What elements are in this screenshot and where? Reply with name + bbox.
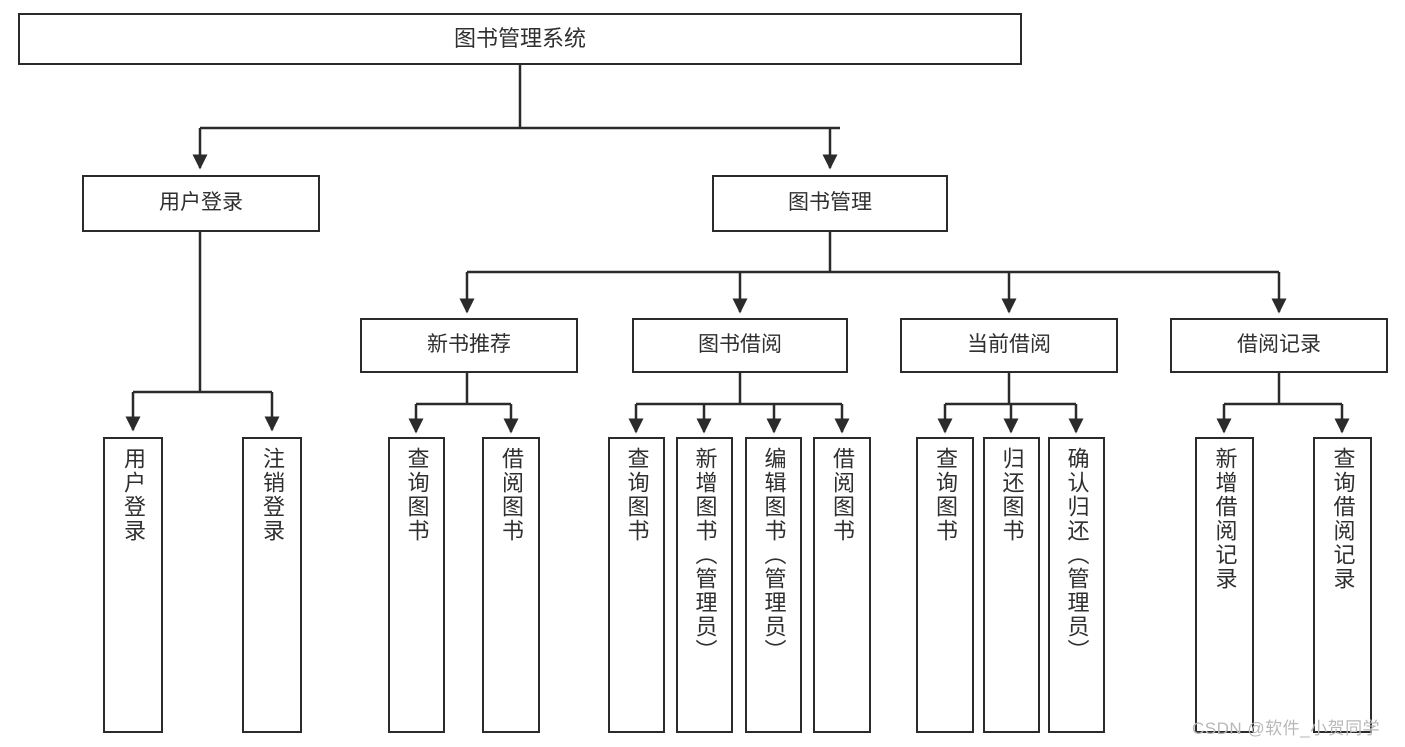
leaf-current-query-book[interactable]: 查询图书	[916, 437, 974, 733]
leaf-current-return-book[interactable]: 归还图书	[983, 437, 1040, 733]
node-label: 编辑图书（管理员）	[761, 447, 787, 663]
node-current-borrow[interactable]: 当前借阅	[900, 318, 1118, 373]
node-label: 借阅图书	[830, 447, 855, 543]
node-label: 图书管理	[788, 191, 872, 215]
node-new-book-recommend[interactable]: 新书推荐	[360, 318, 578, 373]
node-label: 查询图书	[404, 447, 430, 543]
leaf-recommend-borrow-book[interactable]: 借阅图书	[482, 437, 540, 733]
watermark-credit: CSDN @软件_小贺同学	[1192, 719, 1381, 738]
node-label: 归还图书	[999, 447, 1025, 543]
leaf-user-login-signin[interactable]: 用户登录	[103, 437, 163, 733]
node-label: 用户登录	[121, 447, 146, 543]
leaf-borrow-borrow-book[interactable]: 借阅图书	[813, 437, 871, 733]
node-label: 当前借阅	[967, 333, 1051, 357]
node-label: 查询图书	[624, 447, 650, 543]
leaf-borrow-query-book[interactable]: 查询图书	[608, 437, 665, 733]
node-label: 借阅记录	[1237, 333, 1321, 357]
node-user-login[interactable]: 用户登录	[82, 175, 320, 232]
node-label: 新增图书（管理员）	[692, 447, 718, 663]
node-label: 图书借阅	[698, 333, 782, 357]
node-borrow-record[interactable]: 借阅记录	[1170, 318, 1388, 373]
node-root-system[interactable]: 图书管理系统	[18, 13, 1022, 65]
node-label: 用户登录	[159, 191, 243, 215]
node-label: 查询借阅记录	[1330, 447, 1356, 591]
leaf-current-confirm-return-admin[interactable]: 确认归还（管理员）	[1048, 437, 1105, 733]
node-label: 新增借阅记录	[1212, 447, 1238, 591]
leaf-user-login-signout[interactable]: 注销登录	[242, 437, 302, 733]
leaf-record-query-record[interactable]: 查询借阅记录	[1313, 437, 1372, 733]
node-label: 确认归还（管理员）	[1064, 447, 1090, 663]
node-label: 新书推荐	[427, 333, 511, 357]
node-book-management[interactable]: 图书管理	[712, 175, 948, 232]
node-label: 借阅图书	[499, 447, 524, 543]
leaf-borrow-edit-book-admin[interactable]: 编辑图书（管理员）	[745, 437, 802, 733]
node-label: 注销登录	[260, 447, 285, 543]
node-book-borrow[interactable]: 图书借阅	[632, 318, 848, 373]
leaf-borrow-add-book-admin[interactable]: 新增图书（管理员）	[676, 437, 733, 733]
node-label: 图书管理系统	[453, 26, 586, 52]
leaf-record-add-record[interactable]: 新增借阅记录	[1195, 437, 1254, 733]
leaf-recommend-query-book[interactable]: 查询图书	[388, 437, 445, 733]
node-label: 查询图书	[933, 447, 958, 543]
